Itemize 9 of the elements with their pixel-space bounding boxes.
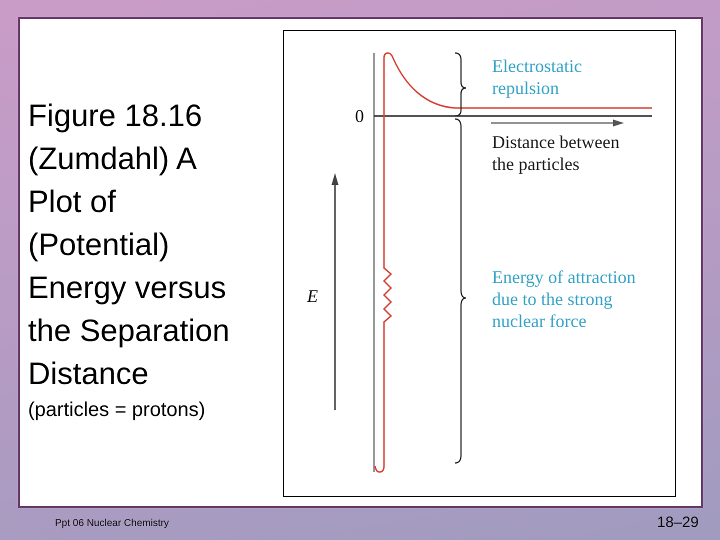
annotation-text: Energy of attraction due to the strong nuclear force bbox=[492, 266, 637, 332]
axis-label: E bbox=[307, 286, 318, 306]
axis-tick-label: 0 bbox=[355, 106, 364, 126]
footer-text: Ppt 06 Nuclear Chemistry bbox=[55, 518, 169, 530]
caption-text: (particles = protons) bbox=[28, 398, 206, 422]
slide-number: 18–29 bbox=[657, 514, 699, 532]
axis-title: Distance between the particles bbox=[492, 131, 620, 175]
slide-title: Figure 18.16 (Zumdahl) A Plot of (Potential) Energy versus the Separation Distance bbox=[28, 97, 231, 393]
annotation-text: Electrostatic repulsion bbox=[492, 55, 583, 99]
